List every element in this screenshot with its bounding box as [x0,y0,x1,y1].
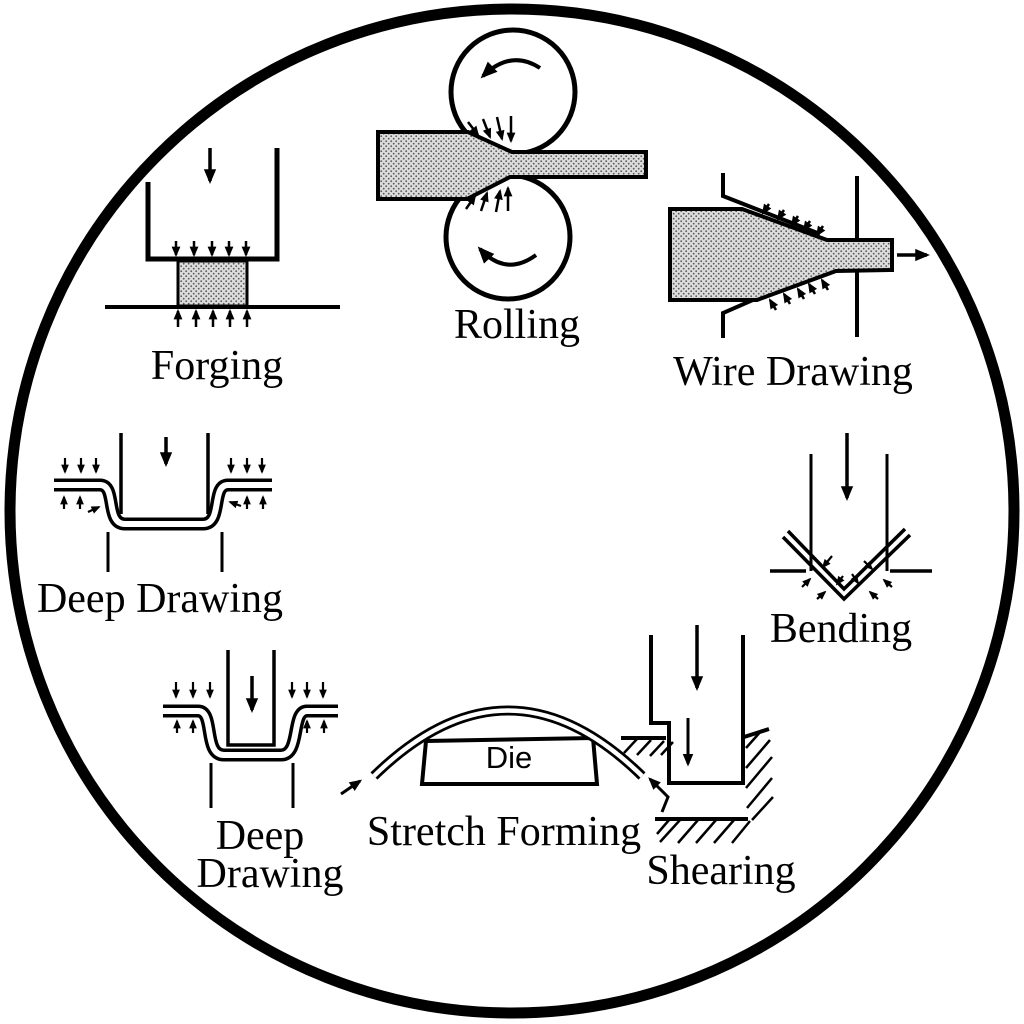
stretch-die-block [419,735,600,786]
stretched-sheet-core [372,708,644,778]
shearing-diagram: Shearing [621,625,796,894]
deep-drawing-lower-label-line1: Deep [216,813,305,859]
shearing-label: Shearing [646,848,795,894]
wire-workpiece [668,207,894,302]
die-edge [743,727,770,739]
drawn-sheet-core [54,482,272,527]
pressure-arrows [801,555,893,600]
pressure-arrows [464,116,516,213]
shear-punch [649,635,745,785]
pressure-arrows [171,241,252,327]
pressure-arrows [761,203,831,311]
forging-diagram: Forging [105,148,340,389]
rolling-label: Rolling [454,302,580,348]
rolled-sheet-workpiece [376,130,648,201]
rotation-arrow-icon [477,246,538,267]
stretch-forming-label: Stretch Forming [367,809,641,855]
die-hatching [623,738,674,757]
pull-arrow-icon [340,779,363,796]
stretch-forming-diagram: Die Stretch Forming [340,705,646,855]
bent-sheet-outer [781,533,912,602]
forging-die [145,148,280,262]
deep-drawing-left-label: Deep Drawing [37,576,283,622]
die-label: Die [486,740,533,775]
deep-drawing-lower-label-line2: Drawing [197,851,344,897]
forging-label: Forging [151,343,283,389]
deep-drawing-left-diagram: Deep Drawing [37,433,283,622]
drawn-sheet-outline [163,704,338,762]
bending-diagram: Bending [770,433,932,652]
die-hatching [745,729,774,821]
wire-drawing-label: Wire Drawing [673,349,913,395]
wire-drawing-diagram: Wire Drawing [668,173,930,395]
drawn-sheet-core [163,708,338,758]
bent-sheet-inner [786,527,907,592]
pressure-arrows [60,458,267,514]
forging-workpiece [176,259,249,308]
pull-arrow-icon [648,777,670,813]
die-upper [721,173,821,236]
bending-label: Bending [770,606,912,652]
punch-outline [226,650,276,747]
deep-drawing-lower-diagram: Deep Drawing [163,650,343,897]
pressure-arrows [172,682,328,733]
outer-circle [4,3,1020,1019]
rotation-arrow-icon [480,58,542,79]
die-hatching [656,819,751,844]
rolling-diagram: Rolling [376,27,648,348]
